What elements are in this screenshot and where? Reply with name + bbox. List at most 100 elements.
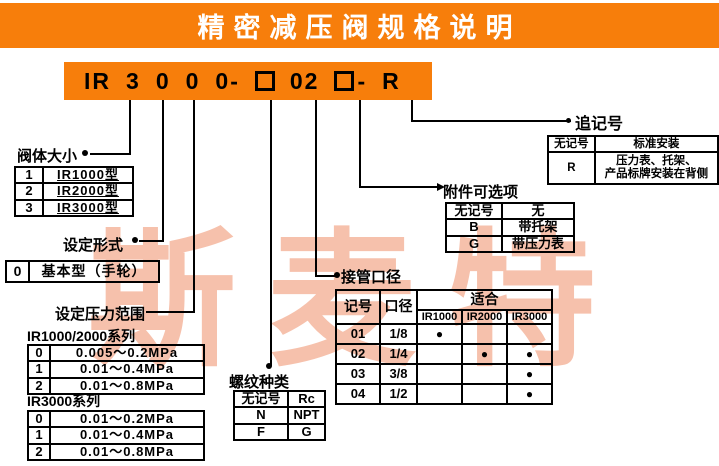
table-cell: 2 bbox=[27, 376, 51, 395]
connector-line-thread-type bbox=[270, 100, 272, 366]
valve-body-size-label: 阀体大小 bbox=[17, 148, 78, 165]
table-cell: 01 bbox=[335, 323, 381, 346]
table-cell: IR3000型 bbox=[42, 198, 134, 217]
table-cell: 02 bbox=[335, 343, 381, 366]
table-cell: 无记号 bbox=[445, 201, 503, 221]
table-cell: 压力表、托架、 产品标牌安装在背侧 bbox=[593, 151, 719, 185]
table-cell: IR1000型 bbox=[42, 165, 134, 185]
table-header-cell: 口径 bbox=[379, 288, 418, 326]
table-cell: 0.005～0.2MPa bbox=[49, 343, 205, 363]
table-cell: 带托架 bbox=[501, 218, 575, 237]
fit-dot-cell bbox=[416, 343, 463, 366]
table-header-cell: 适合 bbox=[416, 289, 553, 311]
table-cell: 1/2 bbox=[379, 383, 418, 406]
table-cell: 0 bbox=[5, 260, 30, 283]
connector-line-body-size-h bbox=[90, 153, 131, 155]
fit-dot-cell bbox=[416, 363, 463, 386]
connector-dot-suffix bbox=[566, 118, 571, 123]
table-cell: 0.01～0.2MPa bbox=[49, 409, 205, 429]
table-header-cell: IR3000 bbox=[506, 308, 553, 326]
connector-dot-thread-type bbox=[266, 363, 272, 369]
connector-dot-port-size bbox=[334, 272, 340, 278]
connector-line-setting-type bbox=[162, 100, 164, 242]
connector-line-port-size bbox=[315, 100, 317, 277]
table-cell: 03 bbox=[335, 363, 381, 386]
table-cell: 0 bbox=[27, 343, 51, 363]
table-cell: 1 bbox=[14, 165, 44, 185]
table-cell: 0.01～0.4MPa bbox=[49, 360, 205, 379]
connector-line-accessory-h bbox=[359, 186, 437, 188]
fit-dot-cell: ● bbox=[416, 323, 463, 346]
fit-dot-cell: ● bbox=[506, 383, 553, 406]
series-3000-label: IR3000系列 bbox=[27, 393, 101, 409]
table-cell: 0.01～0.8MPa bbox=[49, 442, 205, 461]
option-box bbox=[334, 71, 355, 91]
model-code-segment: 0 bbox=[155, 67, 171, 94]
table-cell: 基本型（手轮） bbox=[28, 260, 160, 283]
table-cell: 无 bbox=[501, 201, 575, 221]
table-cell: G bbox=[287, 422, 326, 441]
page-title: 精密减压阀规格说明 bbox=[197, 13, 522, 43]
table-header-cell: IR1000 bbox=[416, 308, 463, 326]
model-code-segment: IR bbox=[84, 67, 112, 94]
table-header-cell: 记号 bbox=[335, 288, 381, 326]
table-cell: 2 bbox=[27, 442, 51, 461]
table-cell: F bbox=[233, 422, 289, 441]
table-cell: 1 bbox=[27, 426, 51, 445]
table-cell: N bbox=[233, 406, 289, 425]
table-cell: 0.01～0.8MPa bbox=[49, 376, 205, 395]
connector-line-pressure-range-h bbox=[146, 311, 195, 313]
suffix-mark-label: 追记号 bbox=[575, 116, 624, 133]
table-cell: IR2000型 bbox=[42, 182, 134, 201]
fit-dot-cell bbox=[461, 383, 508, 406]
suffix-table: 无记号 标准安装 R 压力表、托架、 产品标牌安装在背侧 bbox=[547, 135, 719, 185]
thread-type-label: 螺纹种类 bbox=[229, 374, 290, 391]
model-code-segment: 0- bbox=[215, 67, 240, 94]
accessory-options-label: 附件可选项 bbox=[443, 184, 519, 201]
model-code-box: - bbox=[334, 68, 367, 95]
fit-dot-cell bbox=[416, 383, 463, 406]
table-cell: R bbox=[547, 151, 596, 185]
table-row: 记号 口径 适合 bbox=[335, 288, 553, 326]
table-cell: 0 bbox=[27, 409, 51, 429]
table-row: 无记号无 bbox=[445, 201, 575, 221]
table-cell: 无记号 bbox=[547, 135, 596, 153]
table-cell: 标准安装 bbox=[593, 135, 719, 153]
table-cell: G bbox=[445, 234, 503, 253]
connector-dot-body-size bbox=[82, 150, 88, 156]
fit-dot-cell: ● bbox=[506, 363, 553, 386]
model-code-segment: 02 bbox=[289, 67, 320, 94]
table-cell: 0.01～0.4MPa bbox=[49, 426, 205, 445]
fit-dot-cell bbox=[461, 323, 508, 346]
connector-dot-setting-type bbox=[132, 237, 138, 243]
fit-dot-cell: ● bbox=[506, 343, 553, 366]
table-cell: 1/4 bbox=[379, 343, 418, 366]
connector-line-setting-type-h bbox=[139, 240, 164, 242]
model-code-segment: 0 bbox=[185, 67, 201, 94]
connector-arrow-accessory bbox=[437, 183, 445, 191]
